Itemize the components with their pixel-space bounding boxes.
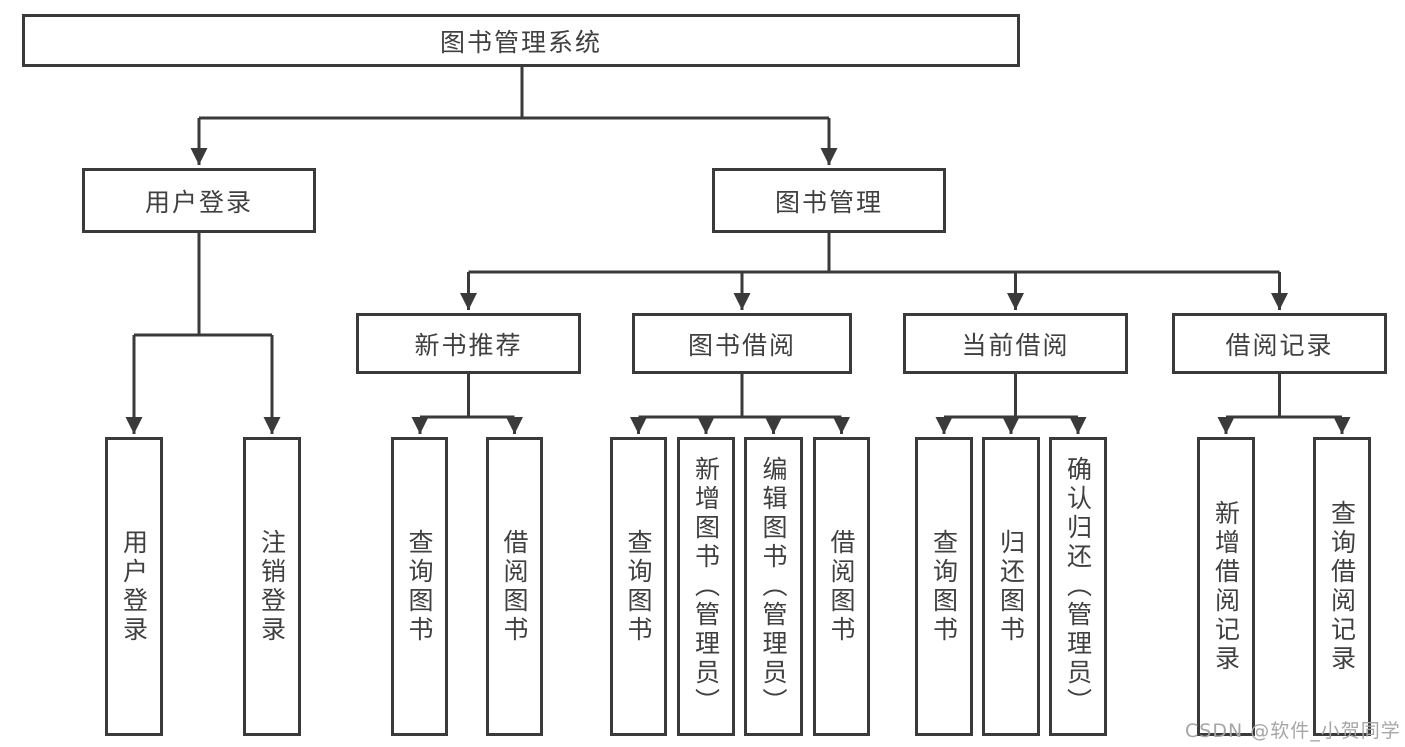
leaf-logout: 注销登录 [243,437,301,736]
csdn-watermark: CSDN @软件_小贺同学 [1185,720,1401,742]
leaf-borrow-query-books: 查询图书 [610,437,667,736]
leaf-recommend-query-books: 查询图书 [391,437,448,736]
leaf-user-login: 用户登录 [105,437,163,736]
leaf-borrow-add-books-admin: 新增图书（管理员） [677,437,735,736]
node-current-borrowing: 当前借阅 [903,313,1128,374]
leaf-records-query-borrow-record: 查询借阅记录 [1313,437,1371,736]
leaf-current-return-books: 归还图书 [982,437,1040,736]
leaf-borrow-borrow-books: 借阅图书 [813,437,870,736]
node-user-login: 用户登录 [82,168,316,233]
node-book-management: 图书管理 [712,168,946,233]
leaf-records-add-borrow-record: 新增借阅记录 [1197,437,1255,736]
leaf-current-query-books: 查询图书 [915,437,973,736]
node-new-book-recommendation: 新书推荐 [356,313,581,374]
leaf-current-confirm-return-admin: 确认归还（管理员） [1049,437,1107,736]
node-book-borrowing: 图书借阅 [632,313,852,374]
leaf-recommend-borrow-books: 借阅图书 [486,437,543,736]
leaf-borrow-edit-books-admin: 编辑图书（管理员） [744,437,803,736]
node-borrowing-records: 借阅记录 [1172,313,1387,374]
node-library-system-root: 图书管理系统 [22,14,1020,67]
